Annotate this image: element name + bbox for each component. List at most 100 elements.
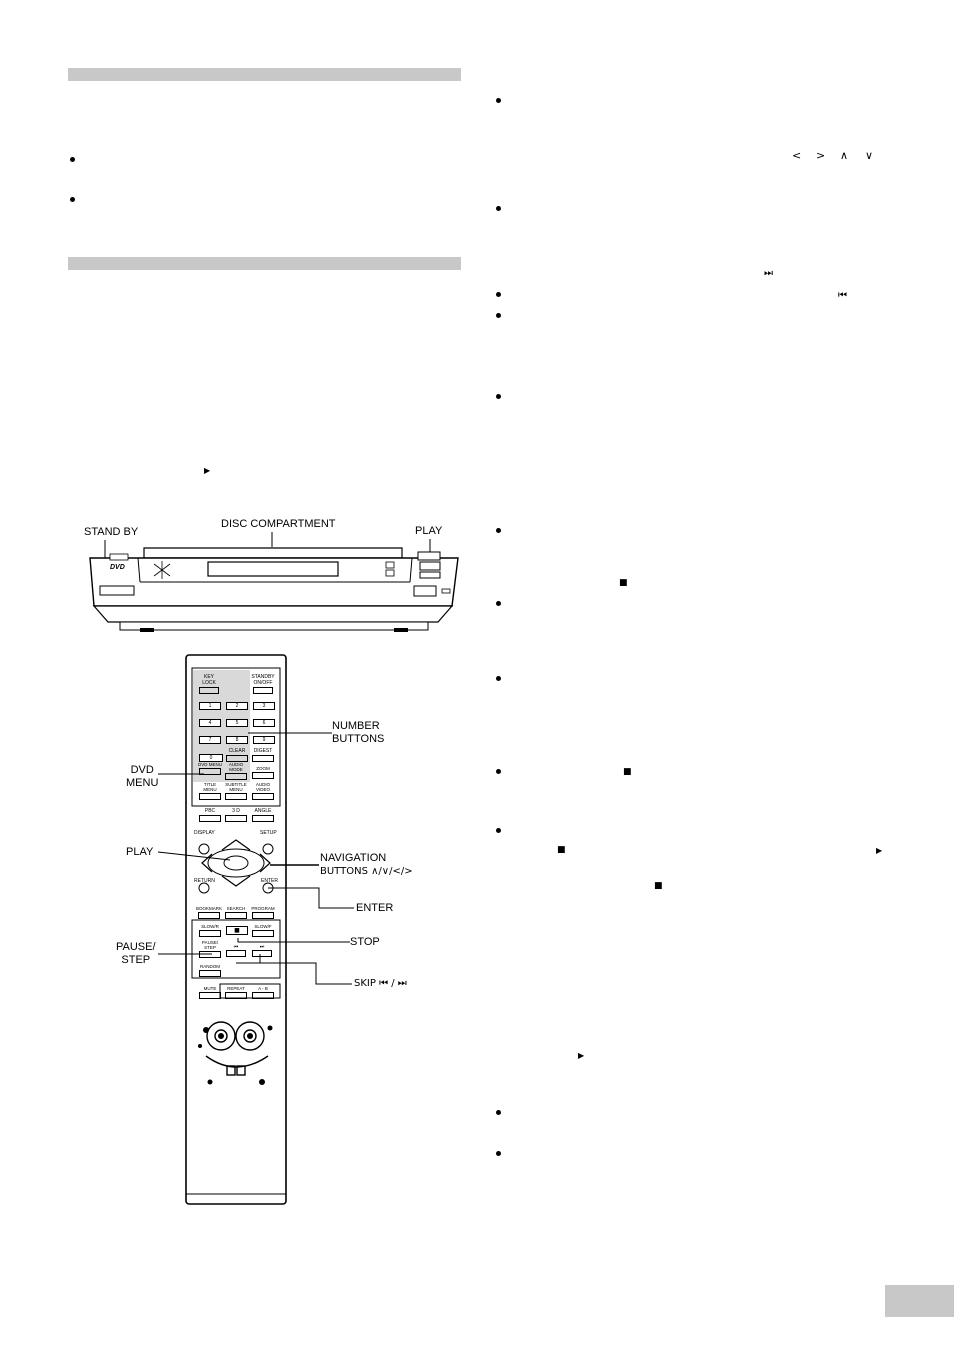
digit-2-button[interactable]: 2	[226, 702, 248, 710]
bullet	[496, 394, 501, 399]
left-arrow-icon: <	[792, 149, 802, 162]
key-lock-label: KEY LOCK	[202, 674, 216, 686]
number-buttons-callout-line2: BUTTONS	[332, 733, 385, 745]
bullet	[496, 292, 501, 297]
digit-9-button[interactable]: 9	[253, 736, 275, 744]
title-menu-button[interactable]: TITLE MENU	[197, 782, 223, 800]
clear-button[interactable]: CLEAR	[224, 748, 250, 762]
stop-callout: STOP	[350, 936, 380, 948]
bullet	[496, 676, 501, 681]
pause-step-callout: PAUSE/ STEP	[116, 941, 156, 967]
3d-label: 3 D	[232, 808, 240, 814]
stand-by-label: STAND BY	[84, 526, 139, 538]
enter-callout: ENTER	[356, 902, 394, 914]
audio-video-label: AUDIO VIDEO	[255, 782, 271, 792]
audio-mode-button[interactable]: AUDIO MODE	[223, 762, 249, 780]
3d-button[interactable]: 3 D	[223, 808, 249, 822]
program-button[interactable]: PROGRAM	[250, 906, 276, 919]
slow-fwd-button[interactable]: SLOW/F	[250, 924, 276, 937]
key-lock-button[interactable]: KEY LOCK	[199, 674, 219, 694]
play-icon: ▶	[204, 466, 211, 475]
digit-4-button[interactable]: 4	[199, 719, 221, 727]
clear-label: CLEAR	[228, 748, 246, 754]
bullet	[496, 1151, 501, 1156]
search-button[interactable]: SEARCH	[223, 906, 249, 919]
pbc-button[interactable]: PBC	[197, 808, 223, 822]
digit-3-button[interactable]: 3	[253, 702, 275, 710]
subtitle-menu-button[interactable]: SUBTITLE MENU	[223, 782, 249, 800]
title-menu-label: TITLE MENU	[203, 782, 217, 792]
mute-label: MUTE	[203, 986, 217, 991]
digit-7-button[interactable]: 7	[199, 736, 221, 744]
standby-label: STANDBY ON/OFF	[251, 674, 275, 686]
down-arrow-icon: ∨	[865, 149, 874, 162]
random-label: RANDOM	[200, 964, 220, 969]
digit-1-button[interactable]: 1	[199, 702, 221, 710]
display-label: DISPLAY	[194, 830, 215, 836]
number-buttons-callout: NUMBER BUTTONS	[332, 720, 384, 746]
search-label: SEARCH	[226, 906, 246, 911]
disc-compartment-label: DISC COMPARTMENT	[221, 518, 336, 530]
bookmark-button[interactable]: BOOKMARK	[195, 906, 223, 919]
digest-label: DIGEST	[253, 748, 273, 754]
random-button[interactable]: RANDOM	[197, 964, 223, 977]
pause-step-button[interactable]: PAUSE/ STEP	[197, 940, 223, 958]
skip-next-button[interactable]: ⏭	[252, 944, 272, 957]
skip-prev-glyph: ⏮	[233, 944, 239, 950]
digit-0-button[interactable]: 0	[199, 754, 223, 762]
digit-6-button[interactable]: 6	[253, 719, 275, 727]
pbc-label: PBC	[204, 808, 216, 814]
repeat-button[interactable]: REPEAT	[223, 986, 249, 999]
dvd-logo: DVD	[110, 564, 125, 571]
dvd-player-figure: STAND BY DISC COMPARTMENT PLAY DVD	[84, 514, 464, 636]
bullet	[496, 528, 501, 533]
pause-step-label: PAUSE/ STEP	[201, 940, 219, 950]
bullet	[70, 197, 75, 202]
stop-button[interactable]: ■	[226, 926, 248, 935]
skip-prev-button[interactable]: ⏮	[226, 944, 246, 957]
zoom-button[interactable]: ZOOM	[250, 766, 276, 779]
dvd-menu-callout-line1: DVD	[130, 764, 154, 776]
pause-step-callout-line2: STEP	[121, 954, 151, 966]
number-buttons-callout-line1: NUMBER	[332, 720, 380, 732]
navigation-buttons-callout-line2: BUTTONS ∧/∨/</>	[320, 866, 413, 877]
mute-button[interactable]: MUTE	[197, 986, 223, 999]
audio-mode-label: AUDIO MODE	[228, 762, 244, 772]
remote-control-figure: NUMBER BUTTONS DVD MENU PLAY NAVIGATION …	[100, 650, 440, 1210]
a-b-button[interactable]: A - B	[250, 986, 276, 999]
bullet	[496, 1110, 501, 1115]
audio-video-button[interactable]: AUDIO VIDEO	[250, 782, 276, 800]
program-label: PROGRAM	[251, 906, 275, 911]
pause-step-callout-line1: PAUSE/	[116, 941, 156, 953]
right-arrow-icon: >	[816, 149, 826, 162]
bookmark-label: BOOKMARK	[195, 906, 222, 911]
play-icon: ▶	[876, 846, 883, 855]
angle-button[interactable]: ANGLE	[250, 808, 276, 822]
stop-icon: ■	[623, 767, 632, 777]
bullet	[496, 206, 501, 211]
digit-5-button[interactable]: 5	[226, 719, 248, 727]
dvd-menu-button[interactable]: DVD MENU	[197, 762, 223, 775]
a-b-label: A - B	[258, 986, 268, 991]
digest-button[interactable]: DIGEST	[250, 748, 276, 762]
stop-icon: ■	[654, 881, 663, 891]
up-arrow-icon: ∧	[840, 149, 849, 162]
slow-rev-button[interactable]: SLOW/R	[197, 924, 223, 937]
bullet	[496, 313, 501, 318]
enter-label: ENTER	[261, 878, 278, 884]
dvd-player-drawing: DVD	[89, 532, 459, 632]
standby-button[interactable]: STANDBY ON/OFF	[250, 674, 276, 694]
stop-icon: ■	[557, 845, 566, 855]
skip-next-glyph: ⏭	[259, 944, 265, 950]
section-header-bar	[68, 68, 461, 81]
repeat-label: REPEAT	[227, 986, 245, 991]
stop-icon: ■	[619, 578, 628, 588]
slow-fwd-label: SLOW/F	[254, 924, 272, 929]
navigation-buttons-callout: NAVIGATION BUTTONS ∧/∨/</>	[320, 852, 413, 878]
section-header-bar	[68, 257, 461, 270]
navigation-buttons-callout-line1: NAVIGATION	[320, 852, 387, 864]
digit-8-button[interactable]: 8	[226, 736, 248, 744]
zoom-label: ZOOM	[256, 766, 270, 771]
bullet	[496, 828, 501, 833]
bullet	[496, 601, 501, 606]
